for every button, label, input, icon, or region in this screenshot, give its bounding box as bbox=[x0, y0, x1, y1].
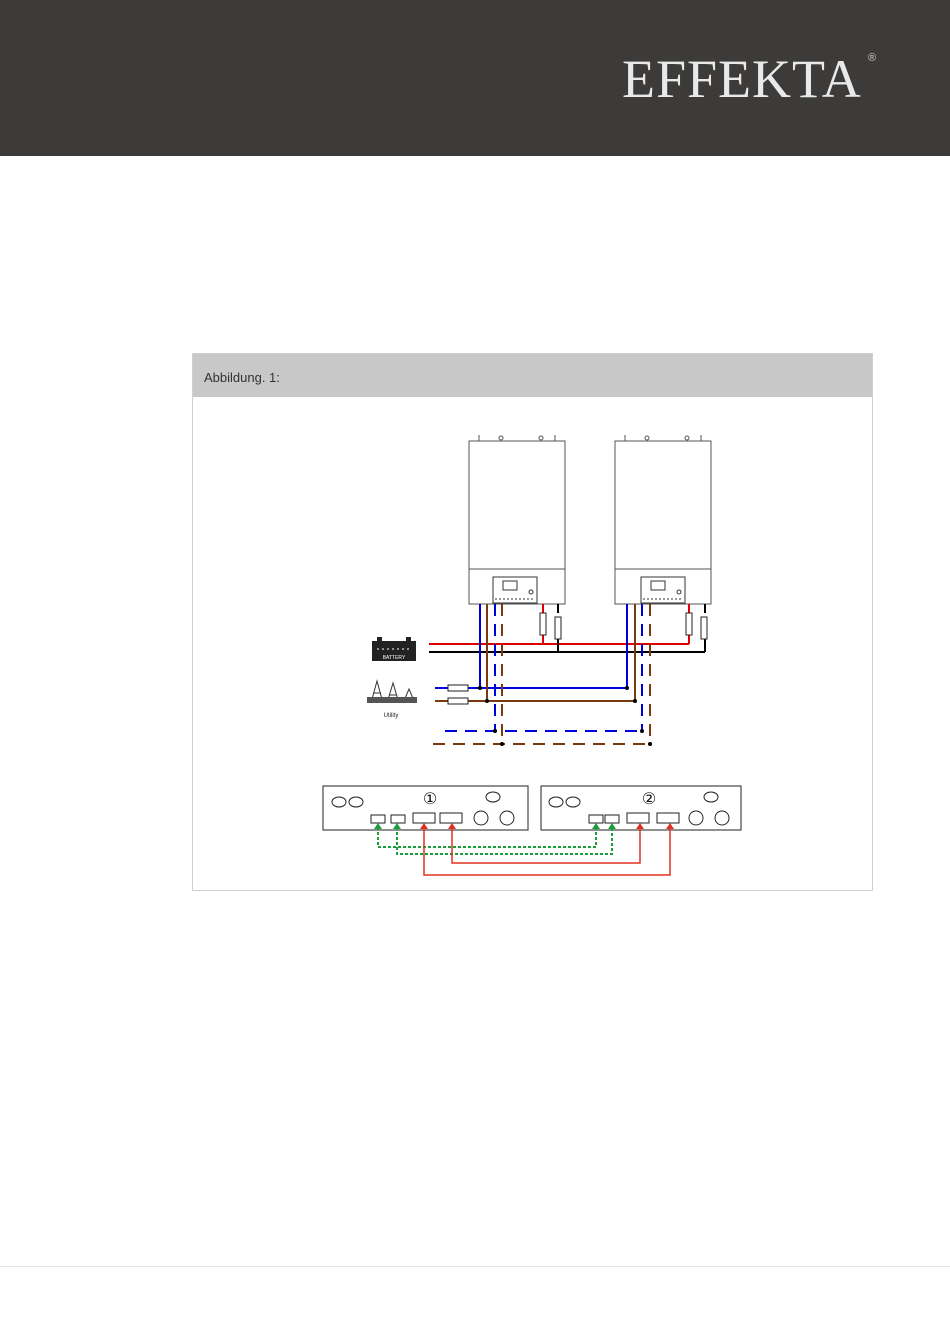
dc-breakers bbox=[540, 613, 707, 639]
utility-label: Utility bbox=[384, 713, 399, 719]
unit-number-1: ① bbox=[423, 789, 437, 808]
ac-input-breakers bbox=[448, 685, 468, 704]
inverter-unit-1 bbox=[469, 435, 565, 604]
junction-dots bbox=[478, 686, 652, 746]
effekta-logo: EFFEKTA bbox=[622, 52, 862, 106]
wiring-diagram: BATTERY Utility bbox=[193, 354, 872, 890]
registered-mark: ® bbox=[868, 52, 876, 64]
page-header: EFFEKTA ® bbox=[0, 0, 950, 156]
footer-divider bbox=[0, 1266, 950, 1267]
current-sharing-cables bbox=[378, 827, 612, 854]
comm-panel-2: ② bbox=[541, 786, 741, 830]
parallel-comm-cables bbox=[424, 827, 670, 875]
battery-icon: BATTERY bbox=[372, 637, 416, 661]
unit-number-2: ② bbox=[642, 789, 656, 808]
utility-icon: Utility bbox=[367, 681, 417, 719]
comm-panel-1: ① bbox=[323, 786, 528, 830]
figure-panel: Abbildung. 1: bbox=[192, 353, 873, 891]
ac-input-neutral-wiring bbox=[435, 604, 627, 688]
battery-label: BATTERY bbox=[383, 655, 406, 661]
inverter-unit-2 bbox=[615, 435, 711, 604]
